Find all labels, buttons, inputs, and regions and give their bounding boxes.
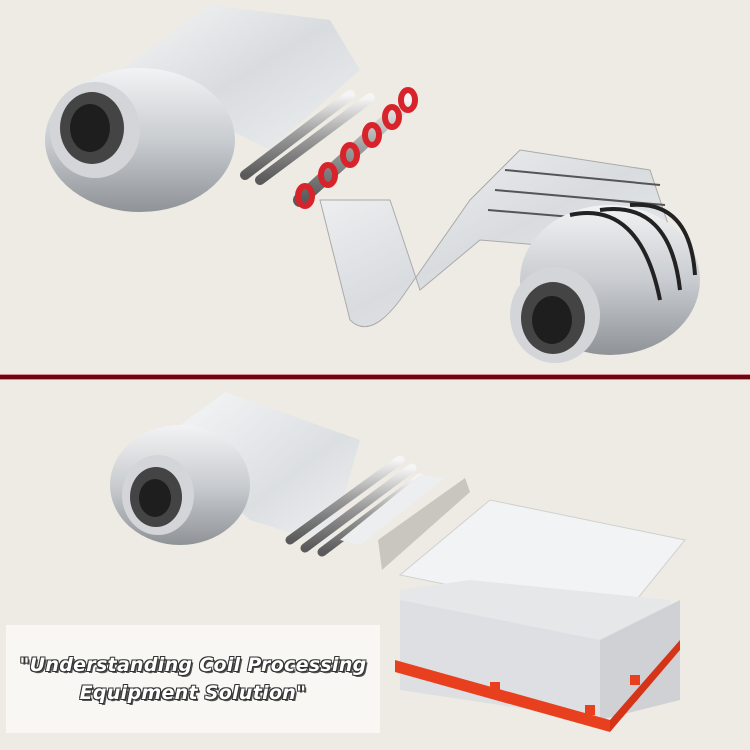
stack-side: [600, 600, 680, 720]
cut-to-length-diagram: [110, 392, 686, 732]
shear-blade: [378, 478, 470, 570]
slitting-line-illustration: [0, 0, 750, 374]
slitting-diagram: [45, 5, 700, 363]
steel-sheet: [160, 392, 360, 545]
pallet-block: [490, 682, 500, 692]
coil-hole: [139, 479, 171, 517]
coil-separators: [569, 202, 697, 301]
pallet-block: [585, 705, 595, 715]
coil-hole: [70, 104, 110, 152]
cut-strip: [340, 475, 445, 545]
stack-front: [400, 600, 600, 720]
caption-box: "Understanding Coil Processing Equipment…: [6, 625, 380, 733]
section-divider: [0, 374, 750, 380]
slitting-knives: [295, 87, 418, 209]
coil-hole: [532, 296, 572, 344]
caption-line-2: Equipment Solution": [79, 682, 307, 704]
steel-sheet: [120, 5, 360, 150]
caption-line-1: "Understanding Coil Processing: [19, 654, 367, 676]
cut-to-length-illustration: [0, 380, 750, 750]
pallet-side: [610, 640, 680, 732]
pallet-block: [630, 675, 640, 685]
pallet: [395, 660, 610, 732]
